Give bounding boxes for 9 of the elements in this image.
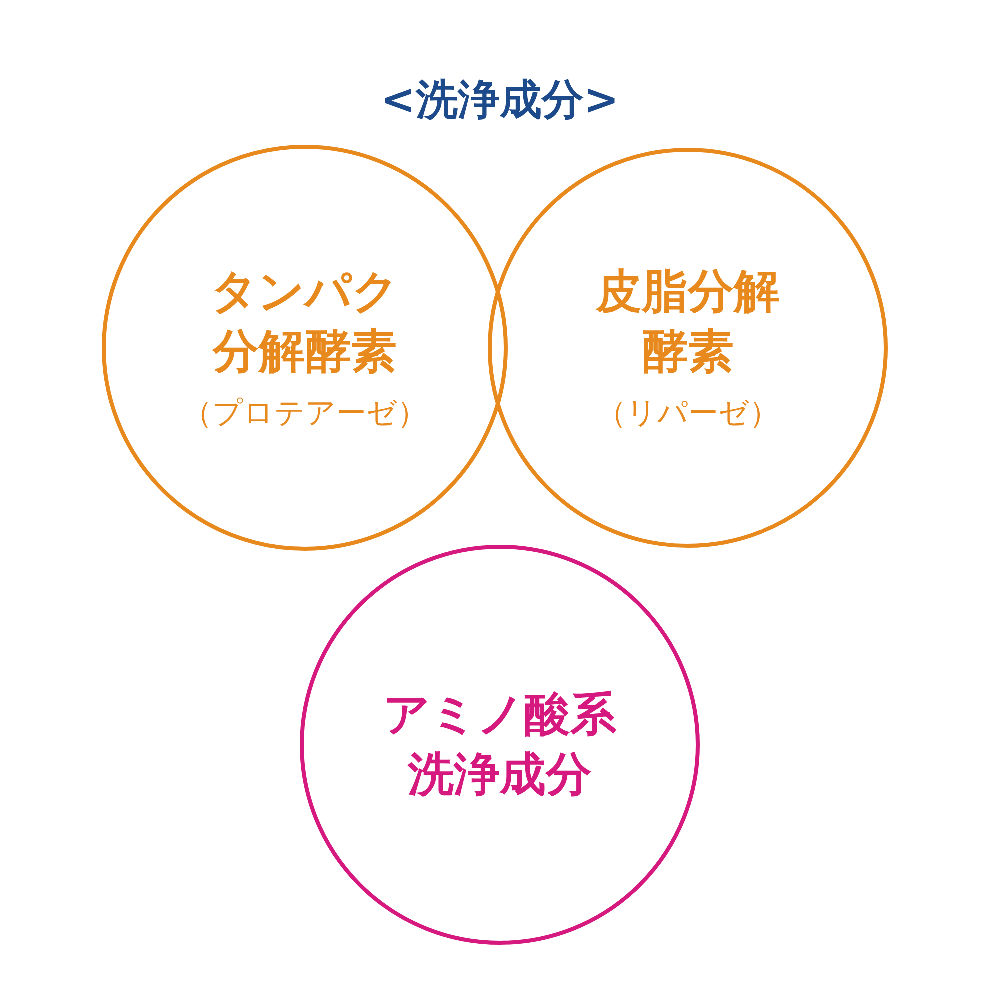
diagram-title: <洗浄成分> <box>380 74 620 126</box>
circle-subtext: （プロテアーゼ） <box>182 395 428 434</box>
circle-subtext: （リパーゼ） <box>596 395 780 434</box>
circle-heading: アミノ酸系洗浄成分 <box>382 686 618 803</box>
circle <box>488 148 888 548</box>
circle <box>300 545 700 945</box>
circle <box>102 145 508 551</box>
circle-heading: 皮脂分解酵素 <box>594 262 781 380</box>
circle-heading: タンパク分解酵素 <box>210 262 400 380</box>
